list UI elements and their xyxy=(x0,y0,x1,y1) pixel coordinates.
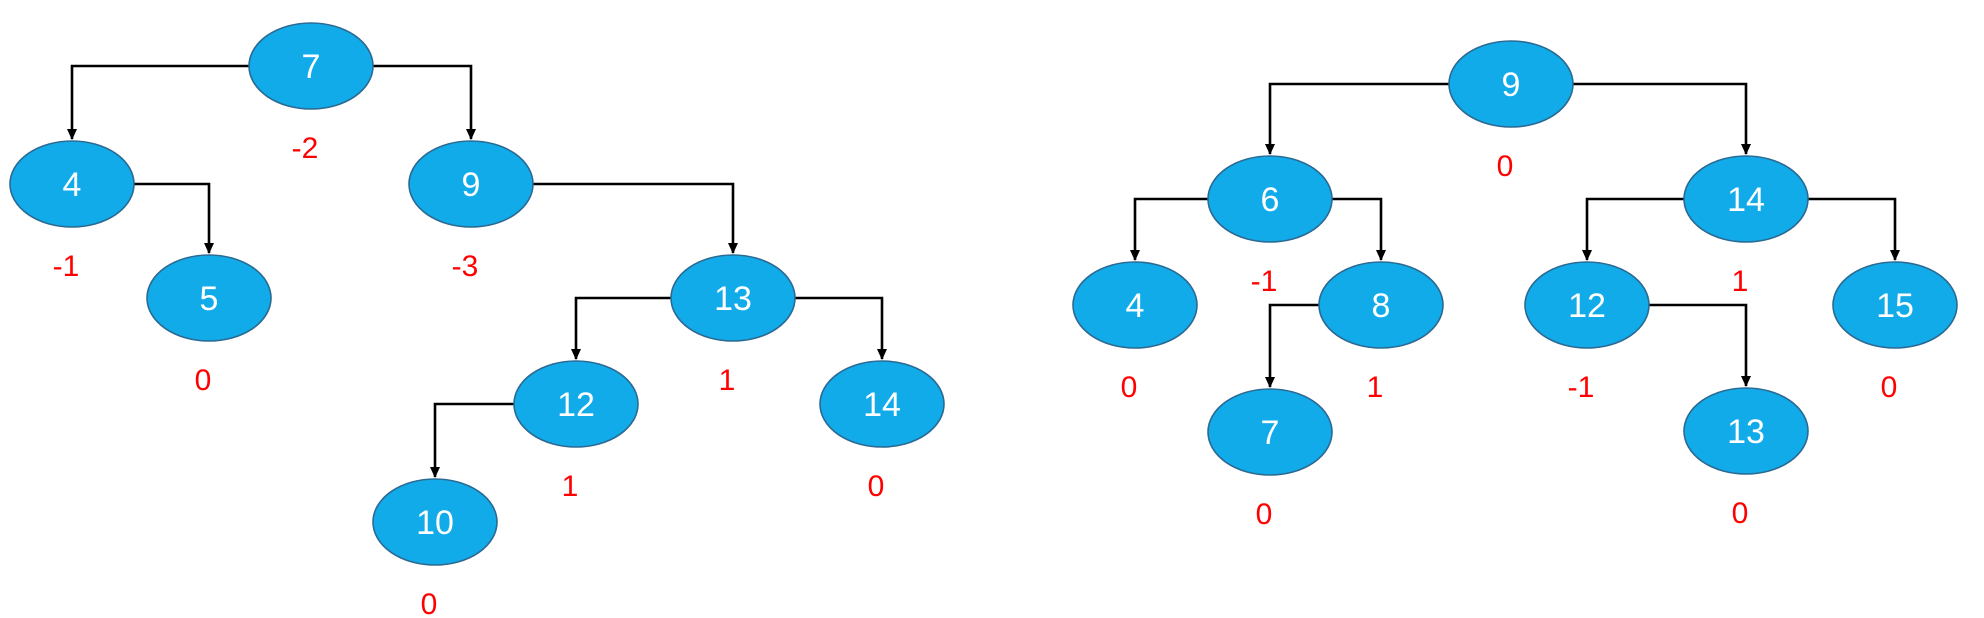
balance-factor-label: -1 xyxy=(1251,265,1278,298)
node-label: 4 xyxy=(1126,287,1145,325)
node-label: 12 xyxy=(1568,287,1606,325)
tree-node-t2-14: 14 1 xyxy=(1683,155,1809,298)
node-ellipse xyxy=(1524,261,1650,349)
balance-factor-label: -1 xyxy=(53,250,80,283)
balance-factor-label: 0 xyxy=(1121,371,1138,404)
node-label: 4 xyxy=(63,166,82,204)
edge-t1-9-to-t1-13 xyxy=(533,182,738,254)
node-ellipse xyxy=(1683,387,1809,475)
balance-factor-label: 0 xyxy=(1732,497,1749,530)
edge-t2-12-to-t2-13 xyxy=(1649,303,1751,387)
tree-node-t2-7: 70 xyxy=(1207,388,1333,531)
nodes-layer: 7-24-1509-3131121100140906-140817014112-… xyxy=(9,22,1958,618)
node-ellipse xyxy=(146,254,272,342)
node-ellipse xyxy=(1072,261,1198,349)
node-label: 8 xyxy=(1372,287,1391,325)
node-ellipse xyxy=(372,478,498,566)
balance-factor-label: 1 xyxy=(719,364,736,397)
node-label: 12 xyxy=(557,386,595,424)
tree-node-t1-14: 14 0 xyxy=(819,360,945,503)
node-ellipse xyxy=(1318,261,1444,349)
node-ellipse xyxy=(513,360,639,448)
node-ellipse xyxy=(1207,155,1333,243)
edge-t1-13-to-t1-14 xyxy=(795,296,887,360)
node-ellipse xyxy=(1207,388,1333,476)
node-label: 14 xyxy=(863,386,901,424)
node-ellipse xyxy=(9,140,135,228)
balance-factor-label: 1 xyxy=(1732,265,1749,298)
node-label: 7 xyxy=(302,48,321,86)
edges-layer xyxy=(67,64,1900,478)
edge-t2-6-to-t2-8 xyxy=(1332,197,1386,261)
node-label: 7 xyxy=(1261,414,1280,452)
tree-node-t1-5: 50 xyxy=(146,254,272,397)
node-ellipse xyxy=(1832,261,1958,349)
tree-node-t2-9: 90 xyxy=(1448,40,1574,183)
node-ellipse xyxy=(1448,40,1574,128)
tree-node-t2-13: 13 0 xyxy=(1683,387,1809,530)
balance-factor-label: 0 xyxy=(1497,150,1514,183)
edge-t2-9-to-t2-6 xyxy=(1265,82,1449,155)
edge-t1-7-to-t1-4 xyxy=(67,64,249,140)
edge-t1-7-to-t1-9 xyxy=(373,64,476,140)
balance-factor-label: -3 xyxy=(452,250,479,283)
node-ellipse xyxy=(408,140,534,228)
balance-factor-label: 1 xyxy=(1367,371,1384,404)
tree-node-t2-6: 6 -1 xyxy=(1207,155,1333,298)
balance-factor-label: 0 xyxy=(195,364,212,397)
node-label: 6 xyxy=(1261,181,1280,219)
edge-t2-14-to-t2-12 xyxy=(1582,197,1684,261)
node-label: 9 xyxy=(1502,66,1521,104)
tree-node-t2-4: 40 xyxy=(1072,261,1198,404)
edge-t2-6-to-t2-4 xyxy=(1130,197,1208,261)
node-label: 5 xyxy=(200,280,219,318)
tree-node-t1-13: 13 1 xyxy=(670,254,796,397)
tree-node-t2-12: 12 -1 xyxy=(1524,261,1650,404)
tree-node-t1-7: 7 -2 xyxy=(248,22,374,165)
node-label: 13 xyxy=(1727,413,1765,451)
node-label: 14 xyxy=(1727,181,1765,219)
node-label: 13 xyxy=(714,280,752,318)
tree-node-t1-4: 4 -1 xyxy=(9,140,135,283)
edge-t1-4-to-t1-5 xyxy=(134,182,214,254)
tree-node-t2-8: 81 xyxy=(1318,261,1444,404)
balance-factor-label: 0 xyxy=(421,588,438,618)
balance-factor-label: -1 xyxy=(1568,371,1595,404)
balance-factor-label: 0 xyxy=(868,470,885,503)
tree-node-t1-12: 12 1 xyxy=(513,360,639,503)
balance-factor-label: 1 xyxy=(562,470,579,503)
tree-node-t1-10: 10 0 xyxy=(372,478,498,618)
node-label: 15 xyxy=(1876,287,1914,325)
edge-t2-8-to-t2-7 xyxy=(1265,303,1319,388)
edge-t1-12-to-t1-10 xyxy=(430,402,514,478)
balance-factor-label: -2 xyxy=(292,132,319,165)
node-ellipse xyxy=(819,360,945,448)
tree-node-t1-9: 9 -3 xyxy=(408,140,534,283)
tree-node-t2-15: 15 0 xyxy=(1832,261,1958,404)
balance-factor-label: 0 xyxy=(1881,371,1898,404)
edge-t2-9-to-t2-14 xyxy=(1573,82,1751,155)
balance-factor-label: 0 xyxy=(1256,498,1273,531)
node-ellipse xyxy=(248,22,374,110)
node-label: 10 xyxy=(416,504,454,542)
node-ellipse xyxy=(1683,155,1809,243)
edge-t1-13-to-t1-12 xyxy=(571,296,671,360)
node-ellipse xyxy=(670,254,796,342)
node-label: 9 xyxy=(462,166,481,204)
edge-t2-14-to-t2-15 xyxy=(1808,197,1900,261)
